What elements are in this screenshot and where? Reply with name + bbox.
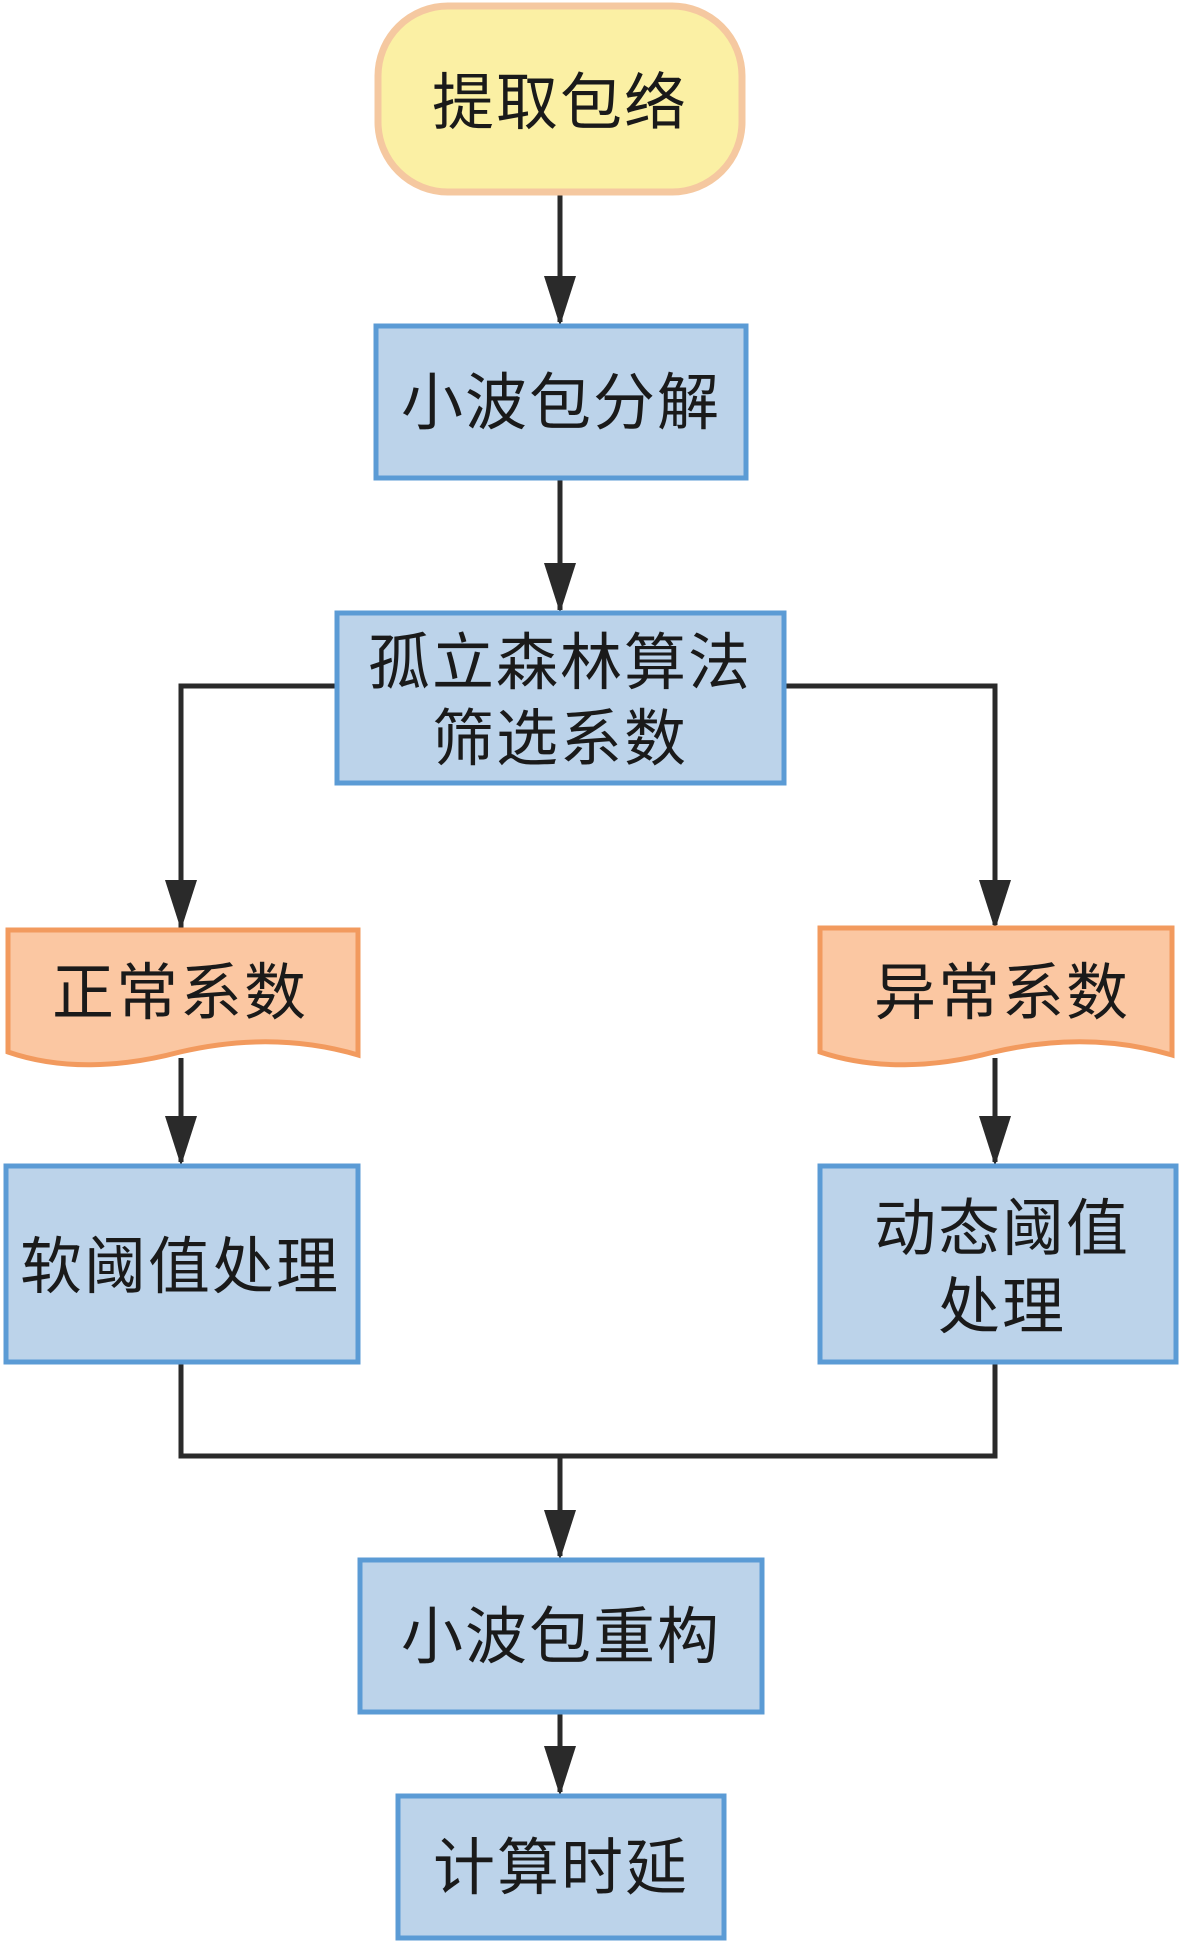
arrowhead-normal	[165, 880, 197, 930]
connector-forest-to-normal	[178, 683, 335, 928]
node-isolation-forest-label-line1: 孤立森林算法	[368, 626, 752, 699]
node-wavelet-reconstruct-shape	[357, 1557, 765, 1715]
arrowhead-reconstruct	[544, 1510, 576, 1560]
node-normal-coef: 正常系数	[5, 927, 361, 1068]
connector-forest-to-abnormal	[785, 683, 998, 925]
node-isolation-forest-label-line2: 筛选系数	[432, 702, 688, 775]
node-abnormal-coef-shape	[817, 925, 1175, 1068]
arrowhead-delay	[544, 1746, 576, 1796]
node-dynamic-threshold-label-line1: 动态阈值	[874, 1192, 1130, 1265]
node-dynamic-threshold-shape	[817, 1163, 1179, 1365]
node-compute-delay-label: 计算时延	[433, 1831, 689, 1904]
node-abnormal-coef: 异常系数	[817, 925, 1175, 1068]
node-soft-threshold-shape	[3, 1163, 361, 1365]
arrowhead-decompose	[544, 276, 576, 326]
node-compute-delay-shape	[395, 1793, 727, 1941]
node-dynamic-threshold-label-line2: 处理	[938, 1270, 1066, 1343]
node-isolation-forest: 孤立森林算法 筛选系数	[334, 610, 787, 786]
arrowheads	[165, 276, 1011, 1796]
connectors	[178, 193, 998, 1792]
node-normal-coef-label: 正常系数	[52, 956, 308, 1029]
node-dynamic-threshold: 动态阈值 处理	[817, 1163, 1179, 1365]
node-extract-envelope-shape	[374, 2, 746, 196]
node-extract-envelope: 提取包络	[374, 2, 746, 196]
node-wavelet-reconstruct: 小波包重构	[357, 1557, 765, 1715]
node-soft-threshold: 软阈值处理	[3, 1163, 361, 1365]
node-wavelet-reconstruct-label: 小波包重构	[401, 1600, 721, 1673]
arrowhead-forest	[544, 563, 576, 613]
connector-soft-to-merge	[178, 1362, 560, 1459]
node-isolation-forest-shape	[334, 610, 787, 786]
node-wavelet-decompose: 小波包分解	[373, 323, 749, 481]
node-extract-envelope-label: 提取包络	[432, 66, 688, 139]
node-soft-threshold-label: 软阈值处理	[20, 1230, 340, 1303]
connector-dynamic-to-merge	[560, 1362, 998, 1459]
arrowhead-soft	[165, 1116, 197, 1166]
arrowhead-abnormal	[979, 880, 1011, 930]
node-compute-delay: 计算时延	[395, 1793, 727, 1941]
arrowhead-dynamic	[979, 1116, 1011, 1166]
node-wavelet-decompose-shape	[373, 323, 749, 481]
node-normal-coef-shape	[5, 927, 361, 1068]
node-wavelet-decompose-label: 小波包分解	[401, 366, 721, 439]
node-abnormal-coef-label: 异常系数	[874, 956, 1130, 1029]
